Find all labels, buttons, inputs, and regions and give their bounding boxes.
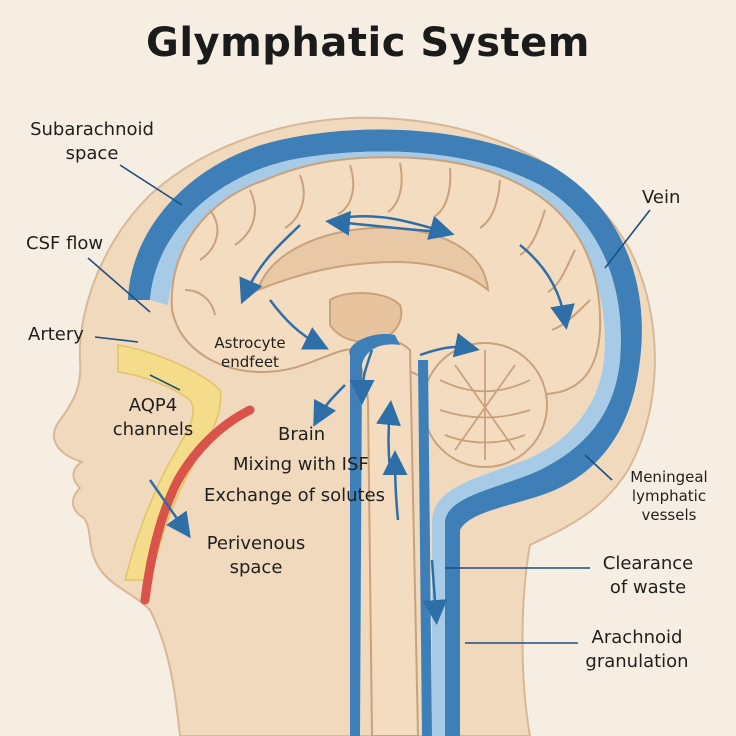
brainstem-csf-channel — [349, 334, 400, 736]
perivenous-space-label-line-1: Perivenous — [206, 533, 306, 554]
astrocyte-endfeet-label: Astrocyte endfeet — [205, 334, 295, 372]
cerebellum — [422, 342, 548, 468]
arachnoid-granulation-label-line-1: Arachnoid — [591, 627, 683, 648]
spinal-csf-right — [418, 360, 432, 736]
subarachnoid-space-label: Subarachnoid space — [22, 118, 162, 166]
aqp4-channels-label: AQP4 channels — [103, 394, 203, 442]
mixing-with-isf-label: Mixing with ISF — [233, 454, 369, 475]
vein-label: Vein — [642, 187, 681, 208]
arachnoid-granulation-label: Arachnoid granulation — [572, 626, 702, 674]
artery-label: Artery — [28, 324, 84, 345]
csf-flow-arrows — [148, 210, 575, 625]
clearance-of-waste-label: Clearance of waste — [588, 552, 708, 600]
clearance-of-waste-label-line-2: of waste — [609, 577, 687, 598]
csf-flow-label: CSF flow — [26, 233, 104, 254]
aqp4-channels-label-line-2: channels — [112, 419, 194, 440]
page-title: Glymphatic System — [146, 20, 590, 66]
aqp4-channels-label-line-1: AQP4 — [128, 395, 178, 416]
meningeal-lymphatic-vessels-label-line-1: Meningeal — [630, 468, 708, 486]
arachnoid-granulation-label-line-2: granulation — [585, 651, 689, 672]
corpus-callosum — [256, 226, 490, 293]
meningeal-lymphatic-vessels-label: Meningeal lymphatic vessels — [614, 468, 724, 525]
cerebrum — [170, 156, 602, 397]
meningeal-lymphatic-vessels-label-line-3: vessels — [641, 506, 697, 524]
subarachnoid-space-label-line-1: Subarachnoid — [30, 119, 154, 140]
astrocyte-endfeet-label-line-1: Astrocyte — [214, 334, 286, 352]
brain-label: Brain — [278, 424, 326, 445]
csf-layer — [150, 151, 621, 736]
leader-lines — [87, 164, 651, 644]
exchange-of-solutes-label: Exchange of solutes — [204, 485, 386, 506]
astrocyte-endfeet-label-line-2: endfeet — [221, 353, 279, 371]
subarachnoid-space-label-line-2: space — [65, 143, 119, 164]
midbrain — [329, 292, 403, 343]
gyri-folds — [184, 162, 591, 331]
meningeal-lymphatic-vessels-label-line-2: lymphatic — [631, 487, 707, 505]
artery-vessel — [140, 405, 255, 605]
perivenous-space-label-line-2: space — [229, 557, 283, 578]
perivenous-space-label: Perivenous space — [196, 532, 316, 580]
clearance-of-waste-label-line-1: Clearance — [602, 553, 694, 574]
